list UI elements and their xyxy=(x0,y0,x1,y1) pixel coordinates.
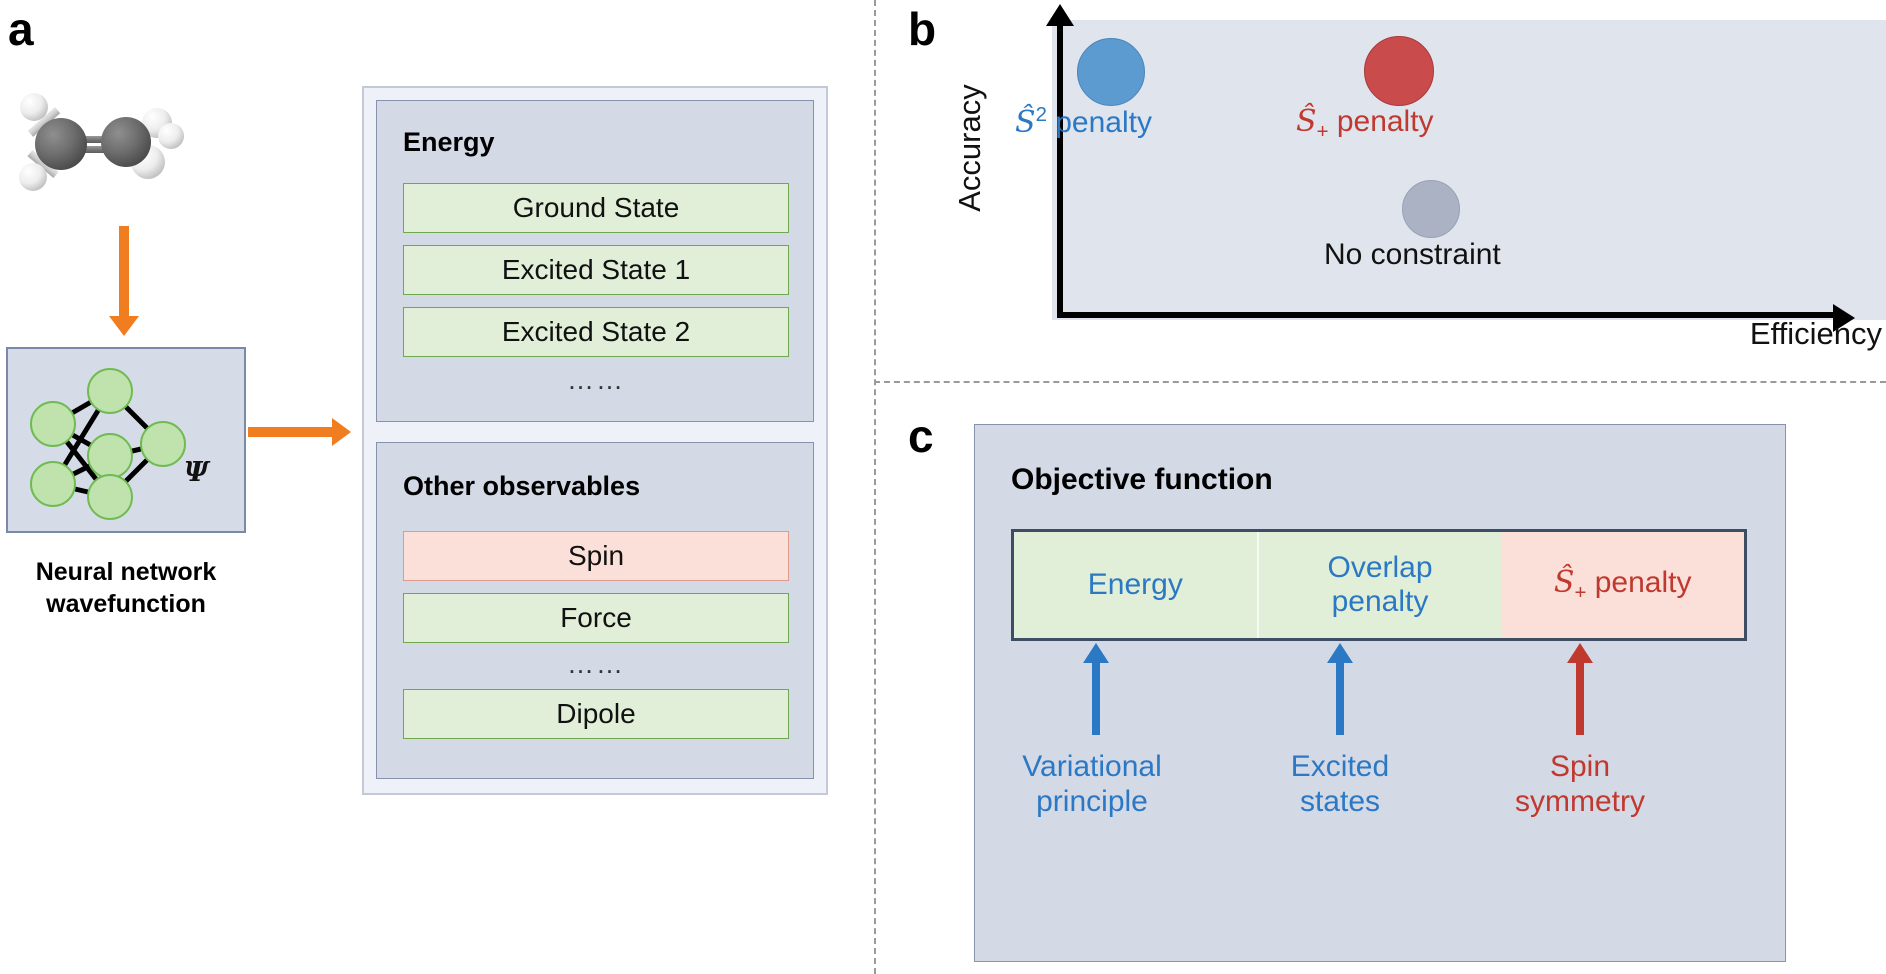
other-observables-title: Other observables xyxy=(403,471,641,501)
results-frame: Energy Ground State Excited State 1 Exci… xyxy=(362,86,828,795)
observables-ellipsis: …… xyxy=(567,649,625,679)
s2-superscript: 2 xyxy=(1035,104,1047,126)
panel-b-letter: b xyxy=(908,3,937,55)
panel-c: c Objective function Energy Overlap pena… xyxy=(874,381,1886,974)
energy-title: Energy xyxy=(403,127,495,157)
panel-c-letter: c xyxy=(908,410,934,462)
orange-arrow-right-shaft xyxy=(248,427,334,437)
orange-arrow-right-head xyxy=(332,418,351,446)
efficiency-axis-line xyxy=(1057,312,1837,318)
panel-b: b Accuracy Efficiency Ŝ2 penalty Ŝ+ pena… xyxy=(874,0,1886,381)
energy-item-ground-state[interactable]: Ground State xyxy=(403,183,789,233)
s-hat-symbol-2: Ŝ xyxy=(1296,104,1317,139)
orange-arrow-down-head xyxy=(109,316,139,336)
molecule-svg xyxy=(19,93,184,191)
arrow-spin-symmetry xyxy=(1576,661,1584,735)
s-hat-symbol-3: Ŝ xyxy=(1553,564,1575,600)
ethylene-molecule-image xyxy=(8,78,248,218)
label-no-constraint: No constraint xyxy=(1324,238,1501,271)
observable-item-dipole[interactable]: Dipole xyxy=(403,689,789,739)
objective-function-title: Objective function xyxy=(1011,463,1273,496)
arrow-head-excited-states xyxy=(1327,643,1353,663)
objective-cell-s-plus-penalty[interactable]: Ŝ+ penalty xyxy=(1501,532,1745,638)
s-plus-penalty-suffix: penalty xyxy=(1328,105,1434,138)
arrow-head-spin-symmetry xyxy=(1567,643,1593,663)
arrow-head-variational-principle xyxy=(1083,643,1109,663)
footer-spin-symmetry: Spin symmetry xyxy=(1515,750,1645,819)
objective-cell-overlap-penalty[interactable]: Overlap penalty xyxy=(1256,532,1502,638)
s-plus-penalty-suffix-c: penalty xyxy=(1586,565,1692,599)
arrow-variational-principle xyxy=(1092,661,1100,735)
panel-a-letter: a xyxy=(8,3,34,55)
energy-ellipsis: …… xyxy=(567,365,625,395)
footer-excited-states: Excited states xyxy=(1290,750,1390,819)
energy-box: Energy Ground State Excited State 1 Exci… xyxy=(376,100,814,422)
divider-horizontal xyxy=(874,381,1886,383)
neural-network-caption: Neural network wavefunction xyxy=(35,558,217,618)
point-s2-penalty[interactable] xyxy=(1077,38,1145,106)
efficiency-axis-label: Efficiency xyxy=(1749,316,1882,351)
energy-item-excited-state-1[interactable]: Excited State 1 xyxy=(403,245,789,295)
objective-function-box: Objective function Energy Overlap penalt… xyxy=(974,424,1786,962)
s-plus-subscript: + xyxy=(1316,121,1329,143)
orange-arrow-down-shaft xyxy=(119,226,129,318)
neural-network-box: Ψ xyxy=(6,347,246,533)
neural-network-graph xyxy=(30,368,186,520)
accuracy-axis-line xyxy=(1057,22,1063,318)
energy-item-excited-state-2[interactable]: Excited State 2 xyxy=(403,307,789,357)
observable-item-spin[interactable]: Spin xyxy=(403,531,789,581)
objective-cell-energy[interactable]: Energy xyxy=(1014,532,1257,638)
point-no-constraint[interactable] xyxy=(1402,180,1460,238)
label-s-plus-penalty: Ŝ+ penalty xyxy=(1296,104,1434,144)
s-plus-subscript-c: + xyxy=(1574,581,1587,604)
panel-a: a xyxy=(0,0,870,974)
accuracy-axis-arrow xyxy=(1046,4,1074,26)
s-hat-symbol: Ŝ xyxy=(1015,105,1036,140)
label-s2-penalty: Ŝ2 penalty xyxy=(1015,104,1152,140)
s2-penalty-suffix: penalty xyxy=(1046,106,1152,139)
efficiency-axis-arrow xyxy=(1833,304,1855,332)
arrow-excited-states xyxy=(1336,661,1344,735)
accuracy-axis-label: Accuracy xyxy=(952,84,987,212)
observable-item-force[interactable]: Force xyxy=(403,593,789,643)
panel-b-plot-area xyxy=(1052,20,1886,320)
point-s-plus-penalty[interactable] xyxy=(1364,36,1434,106)
divider-vertical xyxy=(874,0,876,974)
other-observables-box: Other observables Spin Force …… Dipole xyxy=(376,442,814,779)
psi-symbol: Ψ xyxy=(184,457,209,488)
objective-terms-row: Energy Overlap penalty Ŝ+ penalty xyxy=(1011,529,1747,641)
footer-variational-principle: Variational principle xyxy=(1022,750,1162,819)
